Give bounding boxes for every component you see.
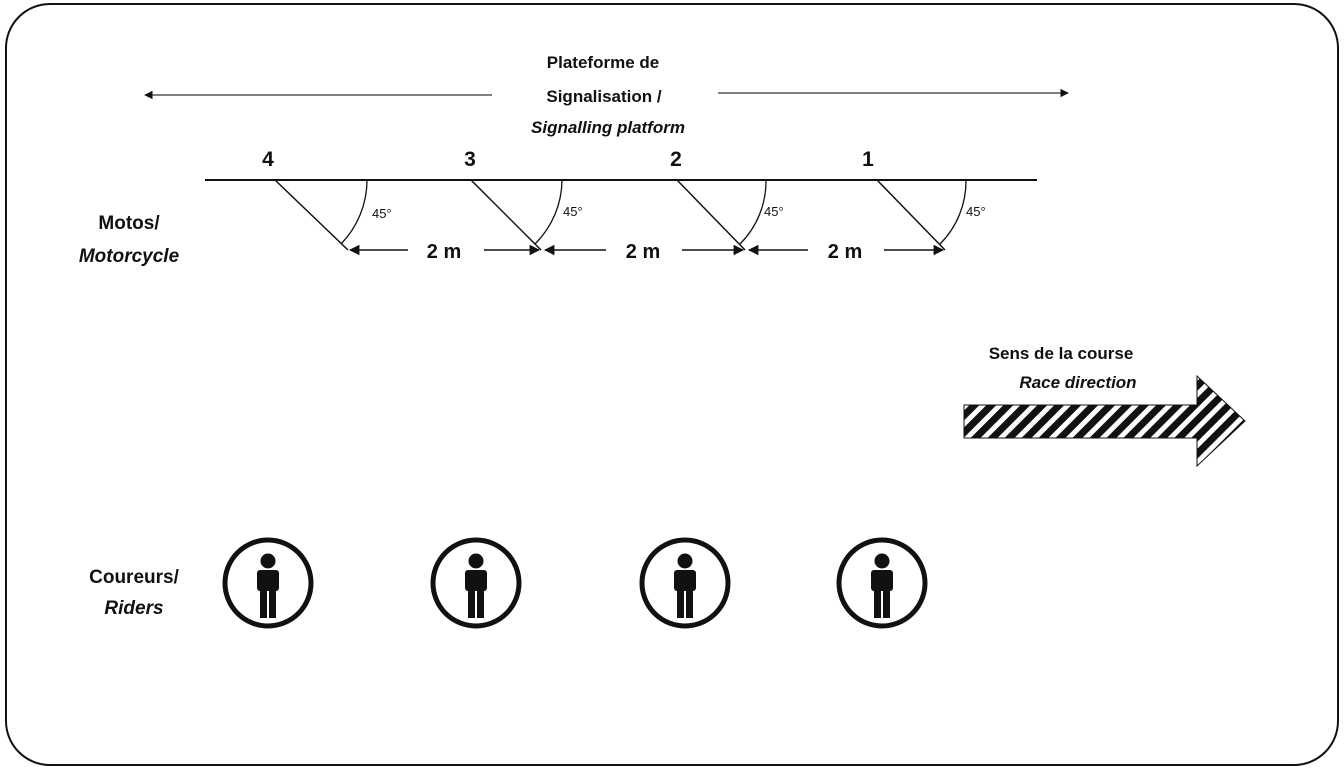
- spacing-arrow-3-2: 2 m: [543, 241, 745, 263]
- spacing-arrow-2-1: 2 m: [747, 241, 945, 263]
- position-label-4: 4: [262, 148, 274, 171]
- motorcycle-slot-4: 45°: [274, 179, 392, 251]
- motorcycle-slot-2: 45°: [676, 179, 784, 251]
- angle-label: 45°: [764, 204, 784, 219]
- position-label-3: 3: [464, 148, 476, 171]
- riders-label-en: Riders: [104, 598, 163, 619]
- angle-arc: [340, 179, 368, 245]
- frame-border: [5, 3, 1339, 766]
- angle-arc: [534, 179, 563, 245]
- motos-label-fr: Motos/: [98, 213, 160, 234]
- spacing-label: 2 m: [626, 241, 660, 263]
- spacing-label: 2 m: [828, 241, 862, 263]
- position-label-2: 2: [670, 148, 682, 171]
- race-direction-arrow-icon: [963, 374, 1246, 468]
- angle-label: 45°: [372, 206, 392, 221]
- motorcycle-slot-line: [470, 179, 542, 251]
- race-direction-label-fr: Sens de la course: [989, 344, 1134, 363]
- spacing-arrow-4-3: 2 m: [348, 241, 541, 263]
- motorcycle-slot-line: [876, 179, 946, 251]
- motorcycle-slot-line: [676, 179, 746, 251]
- angle-arc: [739, 179, 767, 245]
- position-labels: 4 3 2 1: [262, 148, 874, 171]
- motorcycle-slot-1: 45°: [876, 179, 986, 251]
- spacing-label: 2 m: [427, 241, 461, 263]
- motorcycle-slot-line: [274, 179, 349, 251]
- platform-label-line1: Plateforme de: [547, 53, 659, 72]
- rider-icon: [430, 537, 522, 629]
- angle-label: 45°: [563, 204, 583, 219]
- platform-label-line2: Signalisation /: [546, 87, 662, 106]
- angle-arc: [939, 179, 967, 245]
- motorcycle-slot-3: 45°: [470, 179, 583, 251]
- position-label-1: 1: [862, 148, 874, 171]
- angle-label: 45°: [966, 204, 986, 219]
- rider-icon: [639, 537, 731, 629]
- riders-label-fr: Coureurs/: [89, 567, 179, 588]
- rider-icon: [836, 537, 928, 629]
- platform-label-line3: Signalling platform: [531, 118, 685, 137]
- race-direction-label-en: Race direction: [1019, 373, 1136, 392]
- rider-icon: [222, 537, 314, 629]
- motos-label-en: Motorcycle: [79, 246, 180, 267]
